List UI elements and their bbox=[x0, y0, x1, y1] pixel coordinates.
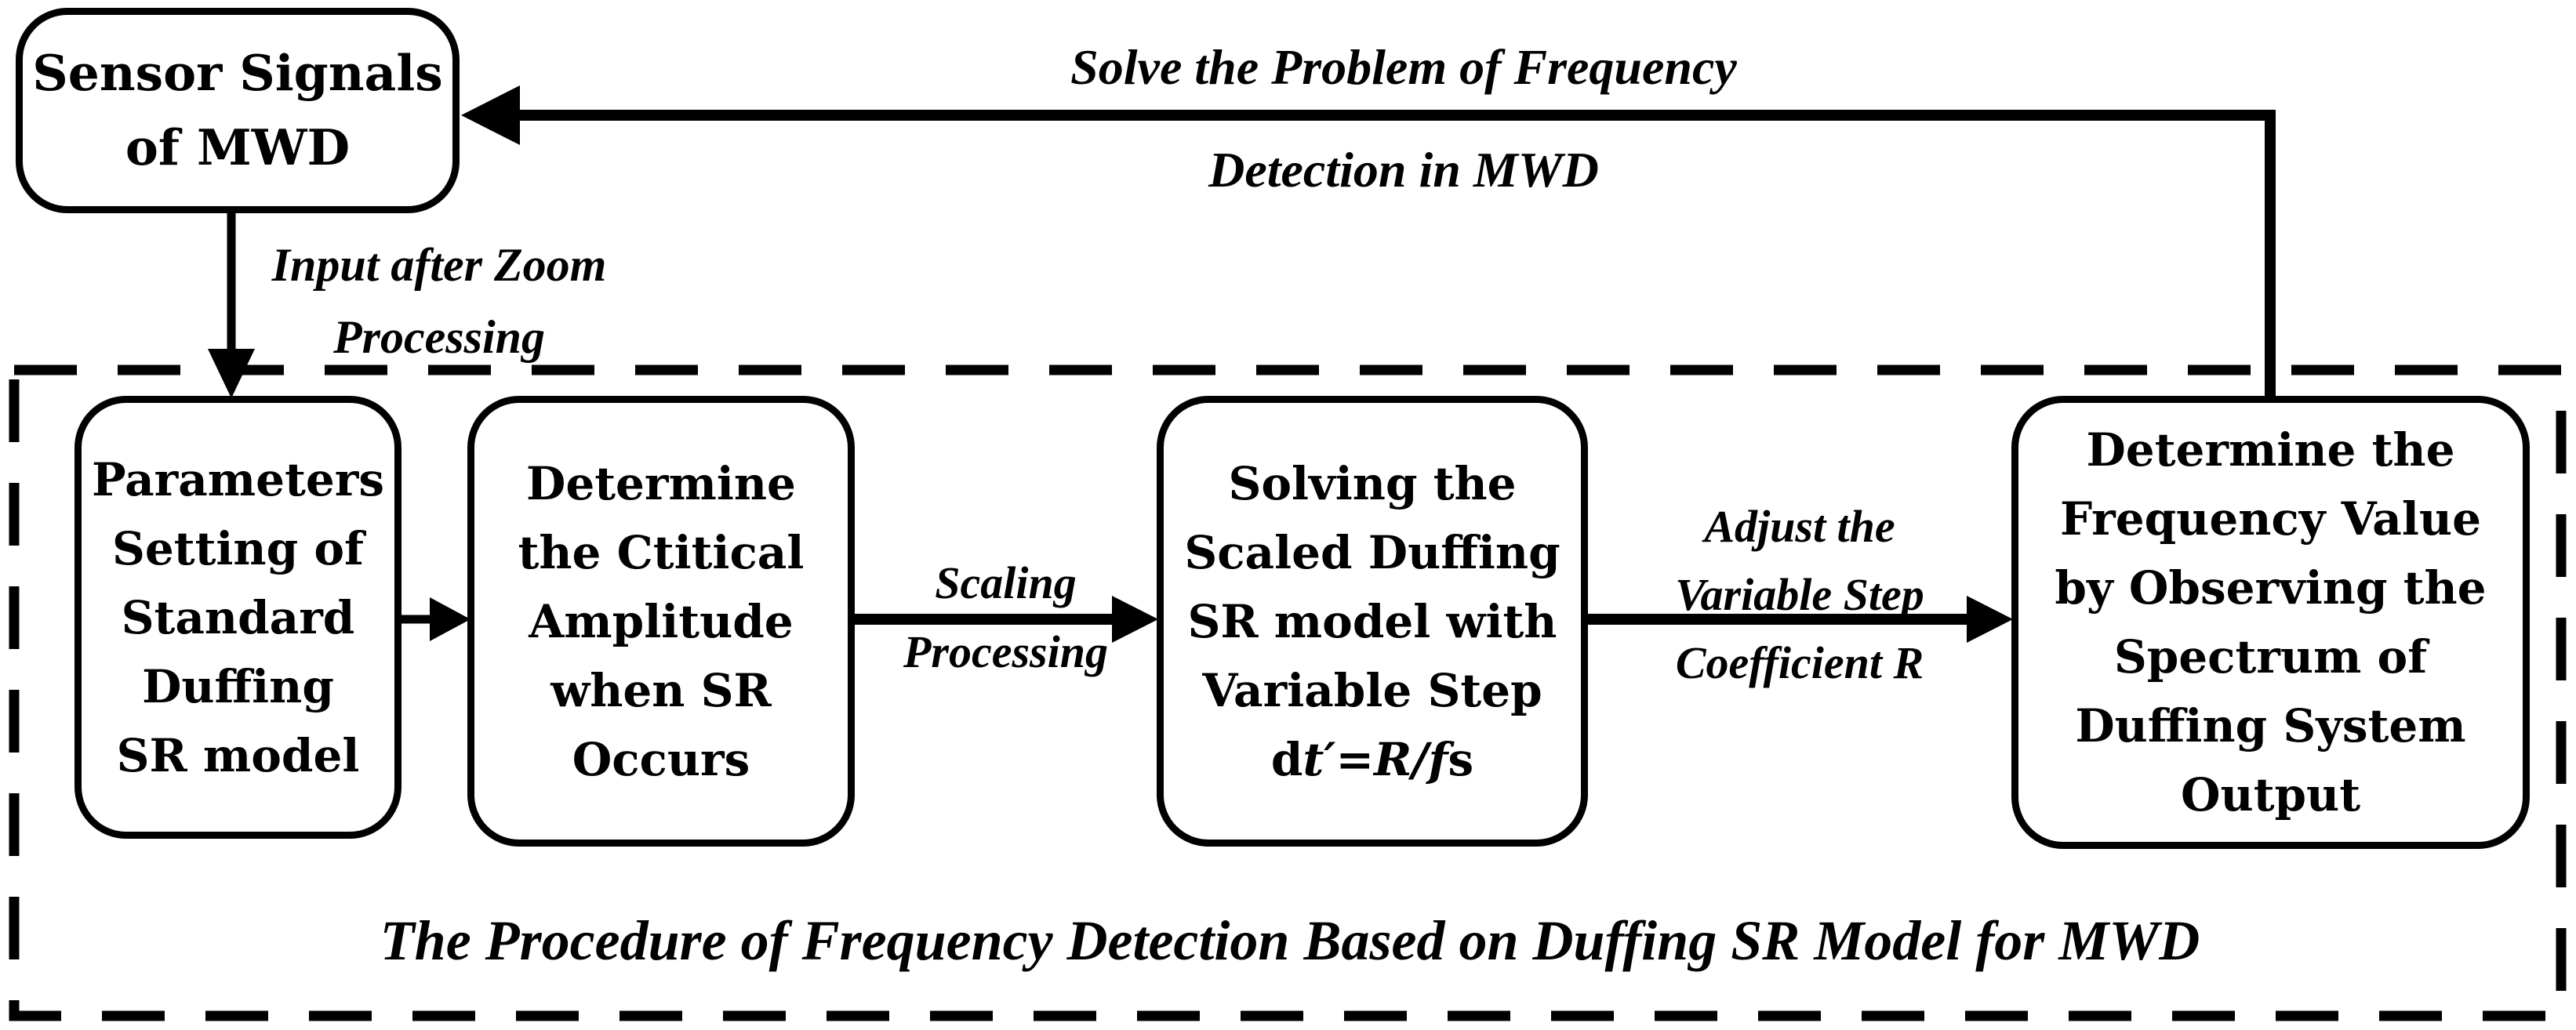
label-scaling-line2: Processing bbox=[903, 626, 1108, 677]
feedback-arrow-line bbox=[514, 110, 2276, 401]
label-input-after-zoom: Input after Zoom Processing bbox=[180, 229, 698, 373]
label-feedback: Solve the Problem of Frequency Detection… bbox=[980, 16, 1827, 221]
dashed-procedure-border bbox=[9, 364, 2567, 1021]
box3-line3: SR model with bbox=[1187, 594, 1557, 648]
procedure-caption: The Procedure of Frequency Detection Bas… bbox=[380, 909, 2200, 972]
box3-line2: Scaled Duffing bbox=[1184, 525, 1560, 579]
box-determine-frequency: Determine the Frequency Value by Observi… bbox=[2011, 396, 2530, 849]
box4-line1: Determine the bbox=[2086, 423, 2455, 477]
box4-line2: Frequency Value bbox=[2060, 492, 2481, 546]
formula-italic: t′=R/f bbox=[1303, 732, 1448, 786]
box4-line4: Spectrum of bbox=[2113, 630, 2428, 684]
sensor-signals-line1: Sensor Signals bbox=[32, 44, 443, 102]
box1-line4: Duffing bbox=[142, 659, 334, 713]
box2-line1: Determine bbox=[526, 456, 796, 510]
label-feedback-line1: Solve the Problem of Frequency bbox=[1070, 39, 1737, 95]
box-parameters-setting: Parameters Setting of Standard Duffing S… bbox=[74, 396, 401, 839]
box2-line5: Occurs bbox=[572, 732, 750, 786]
box4-line6: Output bbox=[2181, 768, 2360, 821]
box1-line2: Setting of bbox=[112, 521, 364, 575]
label-input-line2: Processing bbox=[333, 311, 545, 363]
box1-line5: SR model bbox=[116, 728, 360, 782]
box-solving-scaled-model: Solving the Scaled Duffing SR model with… bbox=[1157, 396, 1588, 847]
box-critical-amplitude: Determine the Ctitical Amplitude when SR… bbox=[467, 396, 855, 847]
formula-pre: d bbox=[1270, 732, 1303, 786]
label-adjust-line2: Variable Step bbox=[1675, 569, 1924, 620]
sensor-signals-box: Sensor Signals of MWD bbox=[16, 8, 460, 213]
box2-line4: when SR bbox=[550, 663, 772, 717]
box3-line1: Solving the bbox=[1228, 456, 1517, 510]
input-arrow-head bbox=[208, 349, 255, 398]
box3-line4: Variable Step bbox=[1202, 663, 1542, 717]
label-scaling-line1: Scaling bbox=[935, 557, 1077, 608]
box4-line5: Duffing System bbox=[2075, 699, 2466, 753]
box4-line3: by Observing the bbox=[2055, 561, 2487, 615]
label-input-line1: Input after Zoom bbox=[271, 239, 607, 291]
label-feedback-line2: Detection in MWD bbox=[1208, 142, 1599, 198]
label-adjust-line1: Adjust the bbox=[1704, 501, 1895, 552]
box2-line3: Amplitude bbox=[529, 594, 794, 648]
sensor-signals-line2: of MWD bbox=[125, 118, 351, 176]
label-adjust-coefficient: Adjust the Variable Step Coefficient R bbox=[1600, 492, 2000, 697]
label-scaling-processing: Scaling Processing bbox=[851, 549, 1161, 687]
arrow-3-head bbox=[1967, 596, 2013, 643]
box3-formula: dt′=R/fs bbox=[1271, 725, 1473, 794]
box1-line1: Parameters bbox=[92, 452, 384, 506]
arrow-1-head bbox=[430, 597, 471, 641]
feedback-arrow-head bbox=[461, 85, 520, 145]
box1-line3: Standard bbox=[121, 590, 355, 644]
formula-post: s bbox=[1448, 732, 1474, 786]
arrow-2-head bbox=[1112, 596, 1158, 643]
label-adjust-line3: Coefficient R bbox=[1675, 637, 1924, 688]
box2-line2: the Ctitical bbox=[518, 525, 805, 579]
